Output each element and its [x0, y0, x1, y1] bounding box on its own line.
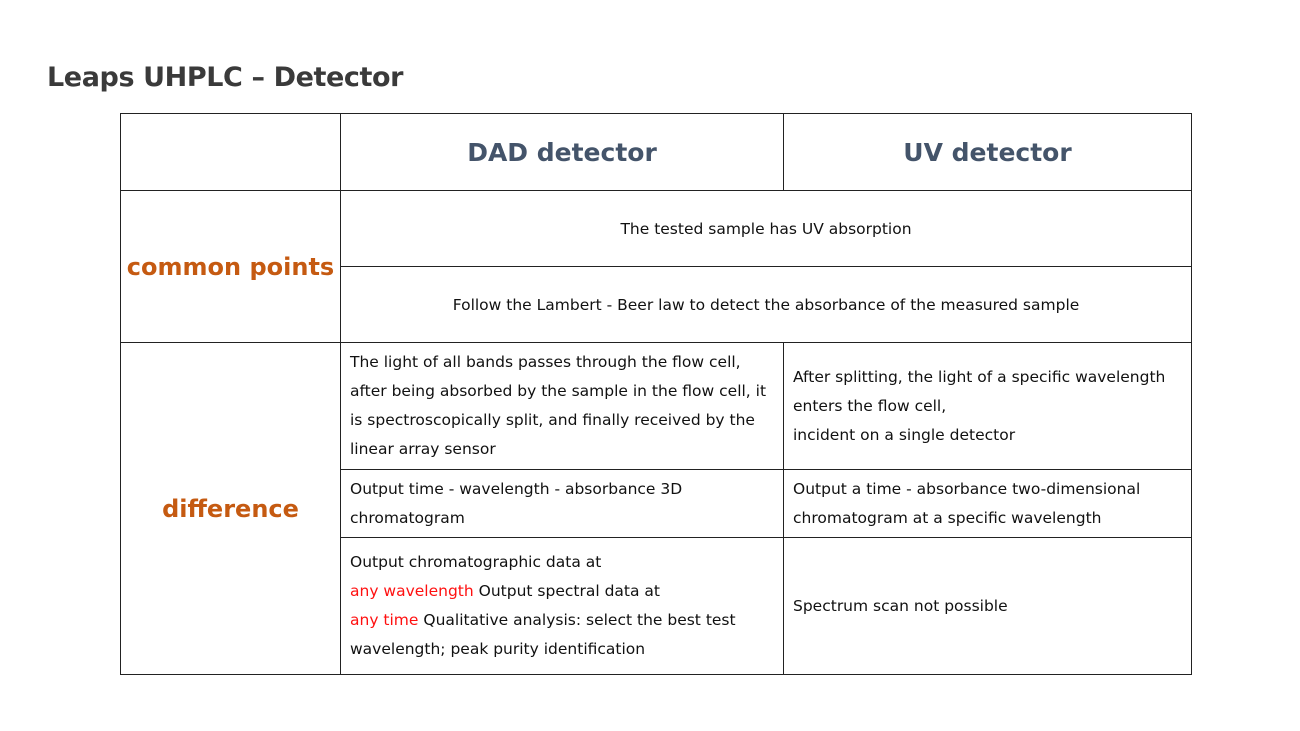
- uv-difference-2: Output a time - absorbance two-dimension…: [783, 469, 1192, 538]
- text-line: incident on a single detector: [793, 425, 1016, 444]
- text-line: any time Qualitative analysis: select th…: [350, 606, 775, 635]
- dad-difference-2: Output time - wavelength - absorbance 3D…: [340, 469, 784, 538]
- text-line: The light of all bands passes through th…: [350, 353, 741, 371]
- text-line: enters the flow cell,: [793, 396, 947, 415]
- text-line: Output chromatographic data at: [350, 553, 602, 571]
- text-line: chromatogram: [350, 508, 465, 527]
- dad-difference-1: The light of all bands passes through th…: [340, 342, 784, 470]
- text-line: Output a time - absorbance two-dimension…: [793, 479, 1141, 498]
- text-line: Output time - wavelength - absorbance 3D: [350, 479, 683, 498]
- common-points-label: common points: [120, 190, 341, 343]
- highlight-text: any wavelength: [350, 582, 474, 600]
- text-line: After splitting, the light of a specific…: [793, 367, 1166, 386]
- text-line: is spectroscopically split, and finally …: [350, 411, 755, 429]
- highlight-text: any time: [350, 611, 419, 629]
- common-point-2: Follow the Lambert - Beer law to detect …: [340, 266, 1192, 343]
- dad-difference-3: Output chromatographic data at any wavel…: [340, 537, 784, 675]
- text-line: any wavelength Output spectral data at: [350, 577, 775, 606]
- text-line: chromatogram at a specific wavelength: [793, 508, 1102, 527]
- dad-header: DAD detector: [340, 113, 784, 191]
- common-point-1: The tested sample has UV absorption: [340, 190, 1192, 267]
- header-row: DAD detector UV detector: [120, 113, 1192, 191]
- detector-comparison-table: DAD detector UV detector common points T…: [120, 113, 1192, 675]
- text-run: Qualitative analysis: select the best te…: [418, 611, 736, 629]
- difference-label: difference: [120, 342, 341, 675]
- uv-header: UV detector: [783, 113, 1192, 191]
- difference-row-2: Output time - wavelength - absorbance 3D…: [121, 469, 1192, 538]
- slide-title: Leaps UHPLC – Detector: [47, 62, 404, 93]
- common-row-1: common points The tested sample has UV a…: [120, 190, 1192, 343]
- text-line: wavelength; peak purity identification: [350, 640, 646, 658]
- uv-difference-3: Spectrum scan not possible: [783, 537, 1192, 675]
- difference-row-1: difference The light of all bands passes…: [120, 342, 1192, 675]
- text-line: after being absorbed by the sample in th…: [350, 382, 767, 400]
- difference-row-3: Output chromatographic data at any wavel…: [121, 537, 1192, 675]
- uv-difference-1: After splitting, the light of a specific…: [783, 342, 1192, 470]
- corner-cell: [120, 113, 341, 191]
- common-row-2: Follow the Lambert - Beer law to detect …: [121, 266, 1192, 343]
- text-line: linear array sensor: [350, 440, 496, 458]
- text-run: Output spectral data at: [473, 582, 660, 600]
